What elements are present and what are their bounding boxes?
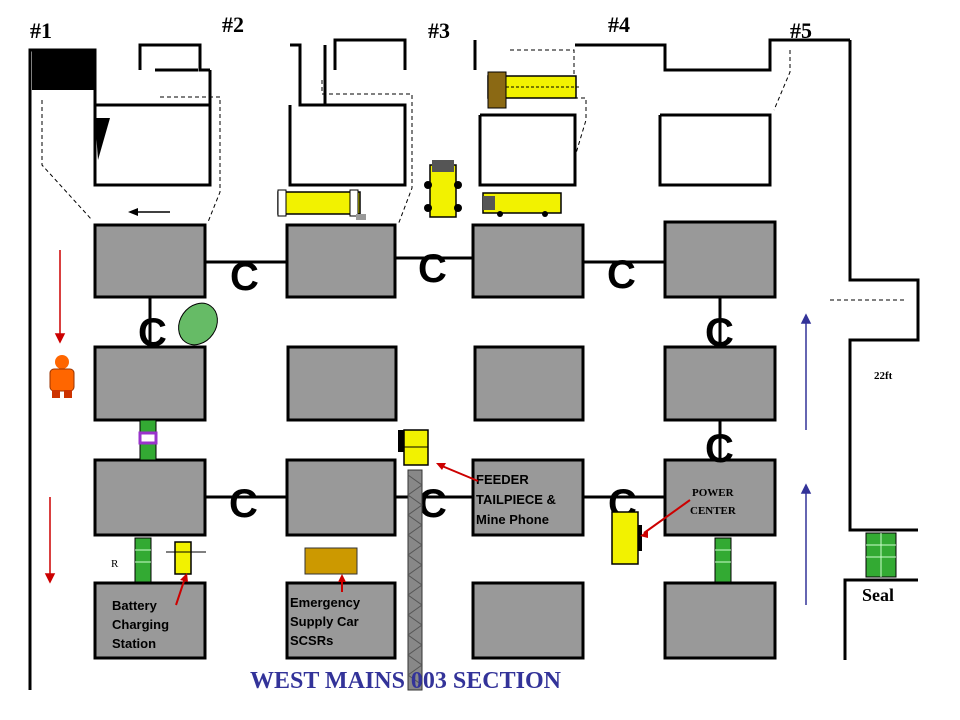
pillar-r4-c3 — [471, 581, 585, 660]
intake-airflow-arrows — [800, 313, 812, 605]
pillar-r2-c2 — [286, 345, 398, 422]
supply-car-icon — [304, 547, 358, 575]
battery-line3: Station — [112, 636, 156, 651]
emergency-line2: Supply Car — [290, 614, 359, 629]
feeder-icon — [398, 429, 429, 466]
dimension-label: 22ft — [874, 370, 893, 382]
pillar-r1-c1 — [93, 223, 207, 299]
fan-curtain-icon — [178, 302, 218, 346]
power-center-line2: CENTER — [690, 505, 737, 517]
crosscut-marker: C — [138, 311, 167, 355]
feeder-label-line1: FEEDER — [476, 472, 529, 487]
battery-charger-icon — [166, 541, 206, 575]
battery-line2: Charging — [112, 617, 169, 632]
pillar-r3-c4 — [663, 458, 777, 537]
face-ribs — [138, 38, 850, 107]
battery-pointer — [175, 577, 186, 606]
pillar-r4-c2 — [285, 581, 397, 660]
continuous-miner-icon — [487, 71, 580, 109]
pillar-r1-c3 — [471, 223, 585, 299]
stopping-icon — [714, 537, 732, 583]
crosscut-marker: C — [418, 482, 447, 526]
entry-label-2: #2 — [222, 12, 244, 37]
feeder-pointer — [441, 465, 479, 482]
face-block-row — [208, 103, 772, 187]
roof-bolter-icon — [277, 189, 366, 220]
power-center-icon — [611, 511, 642, 565]
emergency-line1: Emergency — [290, 595, 361, 610]
emergency-label: Emergency Supply Car SCSRs — [290, 595, 361, 648]
section-title: WEST MAINS 003 SECTION — [250, 668, 562, 694]
crosscut-marker: C — [705, 311, 734, 355]
power-center-pointer — [643, 499, 691, 534]
crosscut-markers: C C C C C C C C C — [138, 247, 734, 526]
feeder-label: FEEDER TAILPIECE & Mine Phone — [476, 472, 556, 527]
check-curtain-icon — [138, 431, 158, 445]
entry-label-1: #1 — [30, 18, 52, 43]
entry-label-5: #5 — [790, 18, 812, 43]
r-marker: R — [111, 558, 119, 570]
pillar-r2-c4 — [663, 345, 777, 422]
pillar-r2-c1 — [93, 345, 207, 422]
feeder-label-line3: Mine Phone — [476, 512, 549, 527]
pillar-r3-c3 — [471, 458, 585, 537]
face-wedge — [95, 118, 110, 160]
power-center-label: POWER CENTER — [690, 487, 737, 517]
pillar-r4-c1 — [93, 581, 207, 660]
entry-label-4: #4 — [608, 12, 630, 37]
entry-label-3: #3 — [428, 18, 450, 43]
belt-conveyor-icon — [407, 469, 423, 691]
feeder-label-line2: TAILPIECE & — [476, 492, 556, 507]
power-center-line1: POWER — [692, 487, 735, 499]
pillar-r1-c2 — [285, 223, 397, 299]
crosscut-marker: C — [230, 255, 259, 299]
ventilation-curtains — [41, 49, 905, 301]
scoop-icon — [482, 192, 562, 217]
crosscut-marker: C — [705, 427, 734, 471]
seal-label: Seal — [862, 585, 894, 605]
crosscut-marker: C — [418, 247, 447, 291]
battery-line1: Battery — [112, 598, 158, 613]
pillar-r3-c1 — [93, 458, 207, 537]
right-rib — [843, 40, 920, 660]
pillar-r2-c3 — [473, 345, 585, 422]
pillar-r3-c2 — [285, 458, 397, 537]
crosscut-marker: C — [607, 253, 636, 297]
pillar-r1-c4 — [663, 220, 777, 299]
crosscut-marker: C — [229, 482, 258, 526]
face-block — [32, 50, 95, 90]
miner-person-icon — [49, 355, 75, 398]
stoppings — [134, 419, 897, 583]
return-airflow-arrows — [44, 250, 66, 584]
shuttle-car-icon — [424, 160, 462, 218]
emergency-line3: SCSRs — [290, 633, 333, 648]
pillars — [93, 220, 777, 660]
stopping-icon — [134, 537, 152, 583]
pillar-r4-c4 — [663, 581, 777, 660]
battery-label: Battery Charging Station — [112, 598, 169, 651]
